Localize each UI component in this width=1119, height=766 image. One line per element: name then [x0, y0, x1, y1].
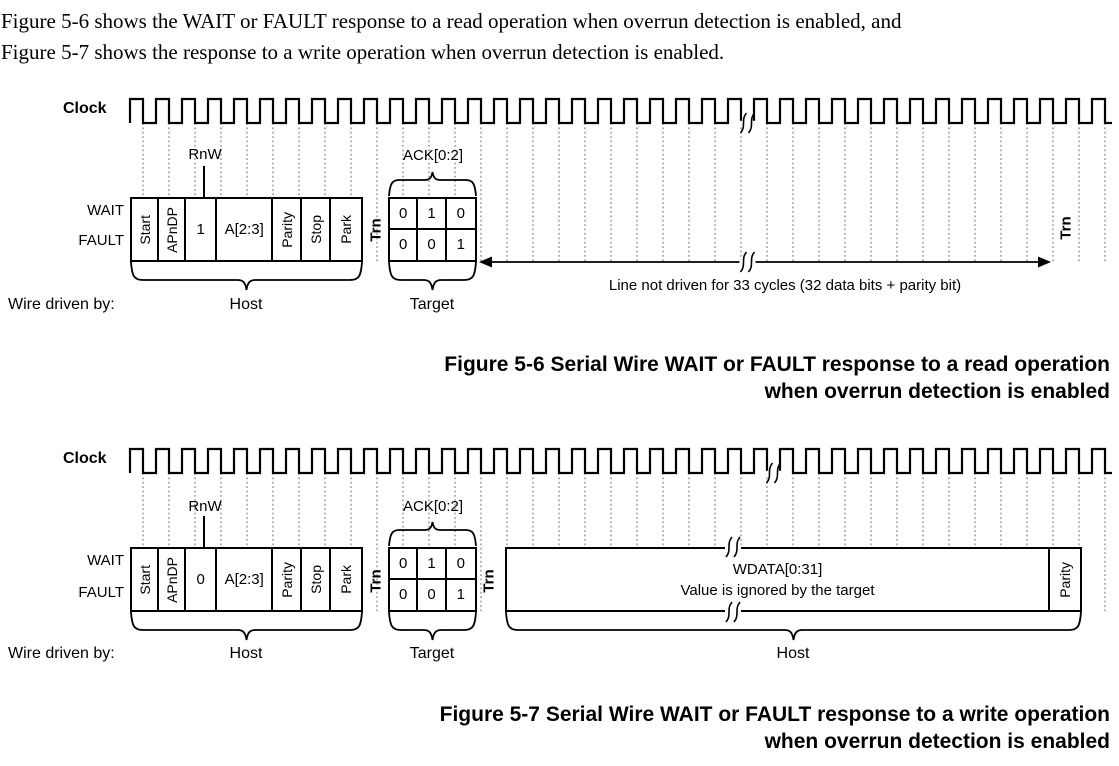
intro-line-1: Figure 5-6 shows the WAIT or FAULT respo… [1, 9, 902, 33]
host-label: Host [229, 296, 263, 313]
ack-values-box: 0 1 0 0 0 1 [388, 197, 477, 262]
figure-5-7-caption: Figure 5-7 Serial Wire WAIT or FAULT res… [440, 701, 1110, 755]
ack-fault-bit: 0 [418, 229, 447, 260]
packet-fields-box: Start APnDP 1 A[2:3] Parity Stop Park [130, 197, 363, 262]
clock-label: Clock [63, 450, 107, 467]
intro-paragraph: Figure 5-6 shows the WAIT or FAULT respo… [1, 6, 1115, 68]
packet-cell-label: APnDP [163, 206, 180, 253]
host-label: Host [229, 645, 263, 662]
wdata-parity-cell: Parity [1048, 549, 1080, 610]
clock-waveform [128, 97, 1112, 125]
ack-fault-bit: 1 [456, 586, 465, 604]
arrowhead-left [479, 256, 492, 268]
ack-wait-bit: 0 [390, 199, 419, 230]
ack-wait-bit: 0 [446, 199, 475, 230]
packet-cell-rnw-bit: 0 [186, 549, 218, 610]
caption-line-1: Figure 5-6 Serial Wire WAIT or FAULT res… [444, 353, 1110, 376]
packet-cell: Park [331, 199, 361, 260]
address-label: A[2:3] [224, 571, 264, 588]
under-brace [130, 611, 363, 641]
caption-line-2: when overrun detection is enabled [764, 730, 1110, 753]
rnw-label: RnW [188, 498, 222, 515]
ack-bits-label: ACK[0:2] [402, 147, 464, 164]
packet-cell-rnw-bit: 1 [186, 199, 218, 260]
figure-5-6-diagram: Clock WAIT FAULT RnW ACK[0:2] Start APnD… [0, 90, 1119, 340]
fault-label: FAULT [78, 584, 124, 601]
under-brace [505, 611, 1082, 641]
trn-label-end: Trn [1057, 216, 1075, 240]
ack-fault-bit: 1 [456, 236, 465, 254]
rnw-label: RnW [188, 146, 222, 163]
under-brace [388, 611, 477, 641]
packet-fields-box: Start APnDP 0 A[2:3] Parity Stop Park [130, 547, 363, 612]
over-brace [388, 521, 477, 547]
packet-cell-label: Parity [278, 561, 295, 598]
ack-fault-bit: 0 [418, 579, 447, 610]
wire-driven-by-label: Wire driven by: [8, 645, 115, 662]
packet-cell-label: Start [136, 214, 153, 245]
figure-5-7-diagram: Clock WAIT FAULT RnW ACK[0:2] Start APnD… [0, 440, 1119, 675]
over-brace [388, 171, 477, 197]
intro-line-2: Figure 5-7 shows the response to a write… [1, 40, 725, 64]
packet-cell-label: Park [338, 565, 355, 594]
figure-5-6-caption: Figure 5-6 Serial Wire WAIT or FAULT res… [444, 351, 1110, 405]
packet-cell: Park [331, 549, 361, 610]
ack-values-box: 0 1 0 0 0 1 [388, 547, 477, 612]
wdata-note: Value is ignored by the target [680, 581, 875, 599]
packet-cell-label: Stop [307, 215, 324, 244]
packet-cell-label: APnDP [163, 556, 180, 603]
trn-label-2: Trn [480, 569, 498, 593]
packet-cell: Stop [302, 199, 332, 260]
packet-cell: Parity [273, 199, 303, 260]
clock-label: Clock [63, 100, 107, 117]
target-label: Target [409, 645, 455, 662]
wdata-label: WDATA[0:31] [732, 560, 823, 578]
arrowhead-right [1038, 256, 1051, 268]
address-label: A[2:3] [224, 221, 264, 238]
parity-label: Parity [1057, 561, 1073, 598]
packet-cell-address: A[2:3] [217, 549, 274, 610]
packet-cell-label: Start [136, 564, 153, 595]
host-label-2: Host [776, 645, 810, 662]
caption-line-1: Figure 5-7 Serial Wire WAIT or FAULT res… [439, 703, 1110, 726]
wdata-content: WDATA[0:31] Value is ignored by the targ… [507, 549, 1048, 610]
wait-label: WAIT [87, 552, 124, 569]
fault-label: FAULT [78, 232, 124, 249]
packet-cell-label: Parity [278, 211, 295, 248]
packet-cell-label: Stop [307, 565, 324, 594]
ack-bits-label: ACK[0:2] [402, 498, 464, 515]
trn-label: Trn [367, 218, 385, 242]
packet-cell-label: Park [338, 215, 355, 244]
wire-driven-by-label: Wire driven by: [8, 296, 115, 313]
wdata-box: WDATA[0:31] Value is ignored by the targ… [505, 547, 1082, 612]
ack-fault-bit: 0 [390, 579, 419, 610]
wait-label: WAIT [87, 202, 124, 219]
clock-waveform [128, 447, 1112, 475]
packet-cell: Stop [302, 549, 332, 610]
under-brace [388, 261, 477, 291]
target-label: Target [409, 296, 455, 313]
trn-label: Trn [367, 569, 385, 593]
packet-cell: APnDP [159, 199, 187, 260]
ack-wait-bit: 1 [418, 199, 447, 230]
ack-wait-bit: 0 [390, 549, 419, 580]
ack-fault-bit: 0 [390, 229, 419, 260]
packet-cell: Start [132, 549, 160, 610]
ack-wait-bit: 0 [446, 549, 475, 580]
packet-cell: Start [132, 199, 160, 260]
packet-cell: Parity [273, 549, 303, 610]
arrow-note: Line not driven for 33 cycles (32 data b… [608, 277, 962, 294]
under-brace [130, 261, 363, 291]
caption-line-2: when overrun detection is enabled [764, 380, 1110, 403]
rnw-bit-value: 0 [196, 571, 205, 588]
rnw-bit-value: 1 [196, 221, 205, 238]
ack-wait-bit: 1 [418, 549, 447, 580]
packet-cell: APnDP [159, 549, 187, 610]
packet-cell-address: A[2:3] [217, 199, 274, 260]
